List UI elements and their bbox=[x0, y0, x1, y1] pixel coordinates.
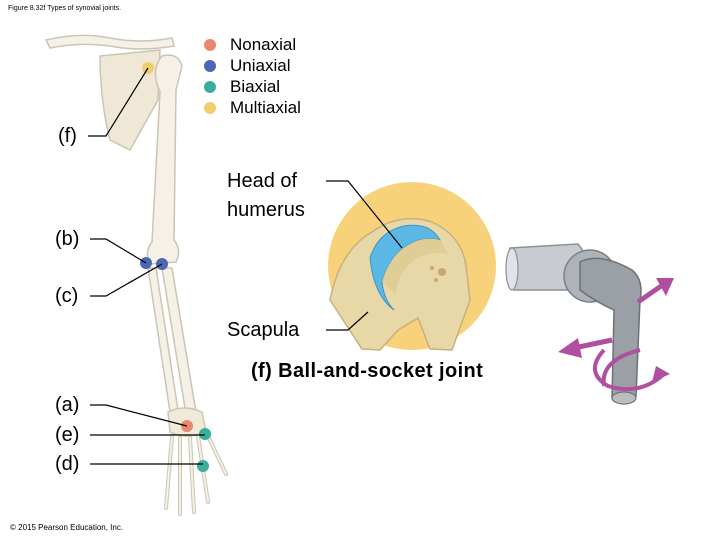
figure-title: Figure 8.32f Types of synovial joints. bbox=[8, 5, 122, 12]
joint-label-e: (e) bbox=[55, 424, 80, 446]
legend-label: Nonaxial bbox=[230, 35, 297, 54]
legend-label: Uniaxial bbox=[230, 56, 291, 75]
rotation-arrows bbox=[558, 278, 674, 391]
callout-scapula: Scapula bbox=[227, 319, 300, 341]
joint-label-b: (b) bbox=[55, 228, 80, 250]
inset-caption: (f) Ball-and-socket joint bbox=[251, 360, 484, 382]
legend-swatch bbox=[204, 60, 216, 72]
joint-label-a: (a) bbox=[55, 394, 80, 416]
legend-label: Multiaxial bbox=[230, 98, 301, 117]
hand-bones-fill bbox=[165, 431, 227, 515]
joint-label-d: (d) bbox=[55, 453, 80, 475]
hand-bones bbox=[164, 430, 228, 516]
copyright-notice: © 2015 Pearson Education, Inc. bbox=[10, 523, 124, 532]
callout-head-line2: humerus bbox=[227, 199, 305, 221]
joint-marker-d bbox=[197, 460, 209, 472]
legend-label: Biaxial bbox=[230, 77, 281, 96]
label-leaders bbox=[88, 67, 205, 465]
clavicle bbox=[44, 34, 175, 50]
joint-label-f: (f) bbox=[58, 125, 77, 147]
callout-head-of-humerus: Head of humerus bbox=[227, 167, 305, 225]
scapula-bone bbox=[99, 49, 161, 151]
humerus-bone bbox=[146, 54, 183, 265]
shoulder-inset bbox=[328, 182, 496, 351]
callout-head-line1: Head of bbox=[227, 170, 298, 192]
callout-leaders bbox=[326, 180, 403, 331]
legend-swatch bbox=[204, 102, 216, 114]
legend-swatch bbox=[204, 39, 216, 51]
joint-marker-e bbox=[199, 428, 211, 440]
ball-socket-model bbox=[505, 243, 642, 405]
legend-swatch bbox=[204, 81, 216, 93]
joint-label-c: (c) bbox=[55, 285, 79, 307]
